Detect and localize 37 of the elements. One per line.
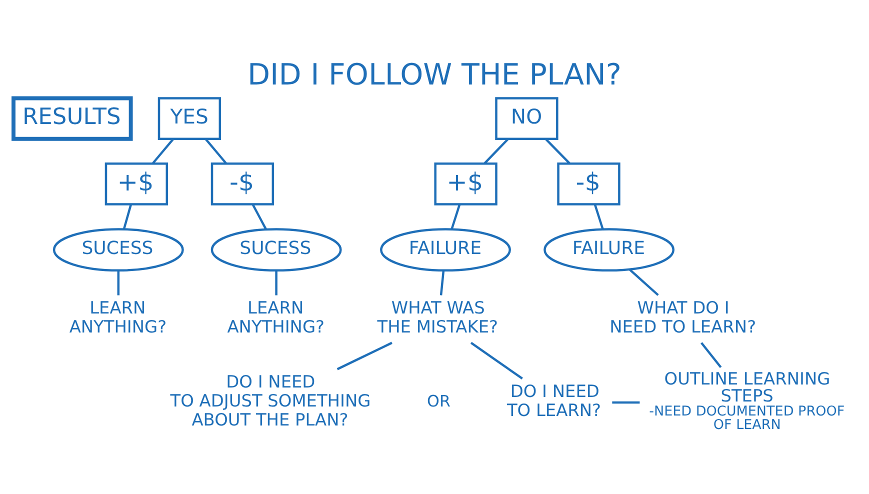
node-text: DO I NEED TO ADJUST SOMETHING ABOUT THE PLAN? <box>170 371 371 430</box>
node-ellipse: FAILURE <box>544 228 675 272</box>
connector <box>275 270 278 296</box>
connector <box>544 138 571 164</box>
connector <box>470 342 523 380</box>
node-box: NO <box>495 97 558 140</box>
node-box: -$ <box>557 162 620 206</box>
connector <box>336 342 392 370</box>
connector <box>594 204 604 230</box>
connector <box>483 138 509 164</box>
diagram-title: DID I FOLLOW THE PLAN? <box>248 57 622 92</box>
connector <box>117 270 120 296</box>
node-ellipse: FAILURE <box>380 228 511 272</box>
node-text: WHAT WAS THE MISTAKE? <box>377 297 498 337</box>
connector <box>204 138 228 164</box>
node-label: -NEED DOCUMENTED PROOF OF LEARN <box>649 404 845 434</box>
connector <box>700 342 722 368</box>
connector <box>152 138 174 164</box>
node-box: +$ <box>104 162 168 206</box>
connector <box>122 204 132 230</box>
node-text: WHAT DO I NEED TO LEARN? <box>610 297 756 337</box>
node-text: OUTLINE LEARNING STEPS <box>664 368 830 406</box>
node-box: +$ <box>434 162 498 206</box>
node-box: RESULTS <box>12 96 133 141</box>
node-text: LEARN ANYTHING? <box>69 297 167 337</box>
node-box: -$ <box>210 162 274 206</box>
node-text: DO I NEED TO LEARN? <box>506 380 602 420</box>
connector <box>612 401 640 404</box>
connector <box>440 270 445 296</box>
label: OR <box>427 392 450 411</box>
node-ellipse: SUCESS <box>210 228 342 272</box>
node-box: YES <box>158 97 222 140</box>
connector <box>252 204 267 230</box>
connector <box>450 204 461 230</box>
node-text: LEARN ANYTHING? <box>227 297 325 337</box>
node-ellipse: SUCESS <box>52 228 184 272</box>
connector <box>629 268 659 296</box>
